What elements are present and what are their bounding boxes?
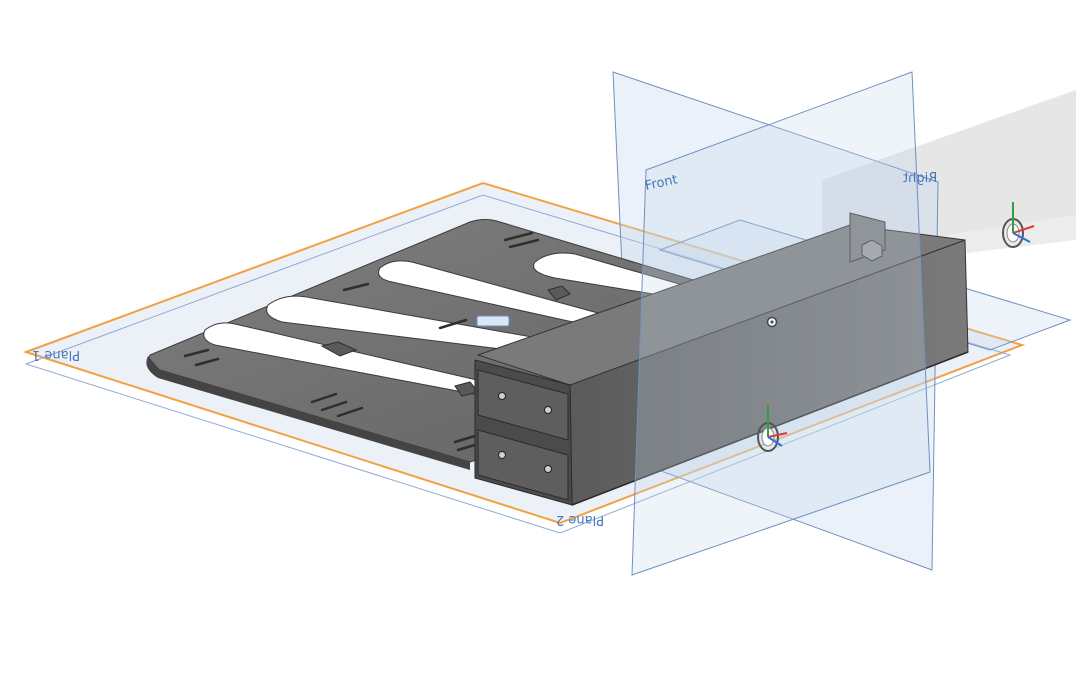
origin-triad[interactable] [757,405,788,452]
base-plate-edge [146,356,470,470]
side-wall-top [476,224,966,386]
clamp-screws [498,392,552,473]
right-plane-label[interactable]: Right [903,171,937,186]
secondary-triad[interactable] [1002,202,1035,248]
plate-markings [183,231,540,452]
front-plane-label[interactable]: Front [644,172,679,194]
bracket-part[interactable] [146,212,969,506]
selection-chip [476,315,510,327]
clamp-rail-upper [477,369,569,441]
clamp-rail-lower [477,429,569,501]
side-plane-label[interactable]: Plane 2 [556,512,604,527]
post-nut [861,239,883,262]
top-plane-label[interactable]: Plane 1 [32,347,80,362]
front-plane[interactable] [631,71,931,576]
origin-point-icon[interactable] [766,316,778,328]
